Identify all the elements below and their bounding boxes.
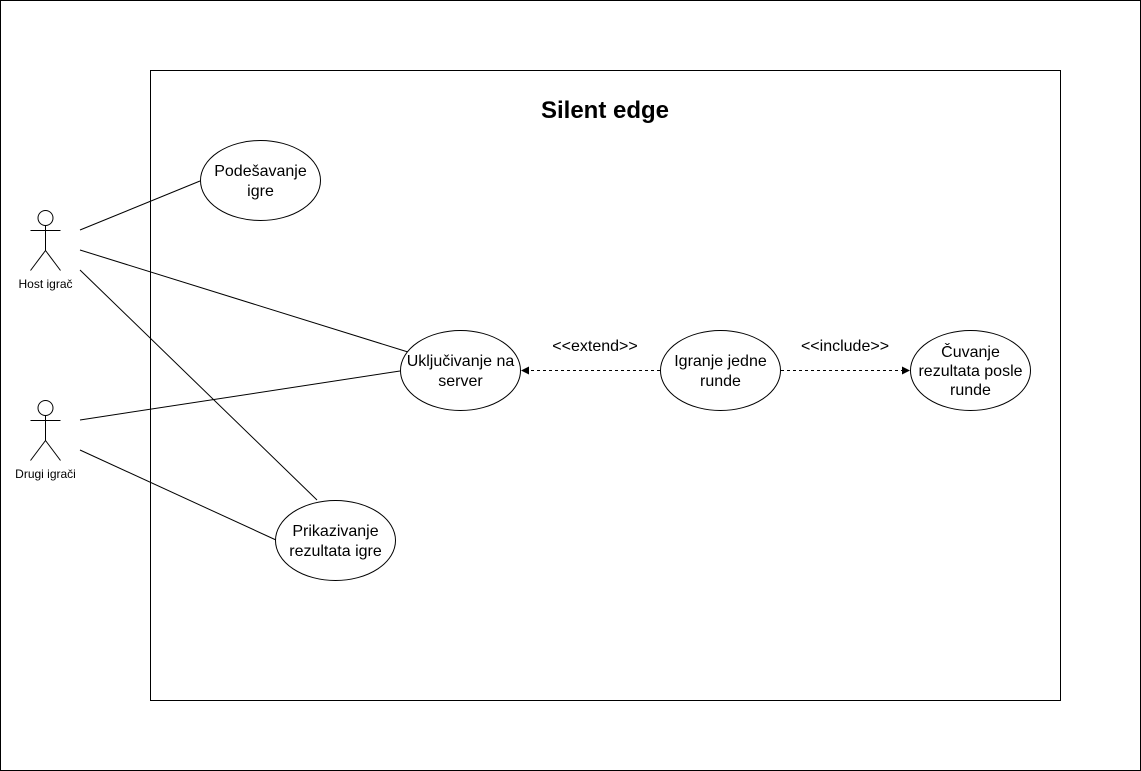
actor-others-head (37, 400, 54, 416)
actor-others-right-leg (45, 440, 61, 461)
use-case-play-line2: runde (700, 373, 741, 390)
use-case-join-ellipse (400, 330, 521, 411)
use-case-save-line3: runde (950, 382, 991, 399)
include-label: <<include>> (801, 338, 889, 355)
use-case-settings-line1: Podešavanje (214, 163, 307, 180)
use-case-settings-ellipse (200, 140, 321, 221)
actor-others: Drugi igrači (15, 400, 76, 481)
use-case-play-line1: Igranje jedne (674, 353, 767, 370)
use-case-save-line2: rezultata posle (918, 363, 1022, 380)
use-case-join-line2: server (438, 373, 483, 390)
use-case-save-ellipse (910, 330, 1031, 411)
association-others-results (79, 449, 277, 541)
association-others-join (79, 370, 401, 421)
use-case-play: Igranje jedne runde (660, 330, 781, 411)
system-title: Silent edge (541, 97, 669, 124)
actor-host-head (37, 210, 54, 226)
use-case-join: Uključivanje na server (400, 330, 521, 411)
actor-others-left-leg (30, 440, 46, 461)
use-case-results: Prikazivanje rezultata igre (275, 500, 396, 581)
actor-others-label: Drugi igrači (15, 467, 76, 481)
use-case-save-line1: Čuvanje (941, 342, 1000, 361)
use-case-results-line2: rezultata igre (289, 543, 382, 560)
use-case-join-line1: Uključivanje na (407, 353, 515, 370)
actor-host-right-leg (45, 250, 61, 271)
use-case-results-line1: Prikazivanje (292, 523, 378, 540)
use-case-settings: Podešavanje igre (200, 140, 321, 221)
actor-host: Host igrač (18, 210, 73, 291)
use-case-play-ellipse (660, 330, 781, 411)
use-case-save: Čuvanje rezultata posle runde (910, 330, 1031, 411)
association-host-results (79, 269, 318, 501)
extend-label: <<extend>> (552, 338, 637, 355)
actor-host-label: Host igrač (18, 277, 72, 291)
association-host-join (79, 249, 409, 353)
association-host-settings (79, 180, 201, 231)
actor-host-left-leg (30, 250, 46, 271)
use-case-results-ellipse (275, 500, 396, 581)
use-case-settings-line2: igre (247, 183, 274, 200)
